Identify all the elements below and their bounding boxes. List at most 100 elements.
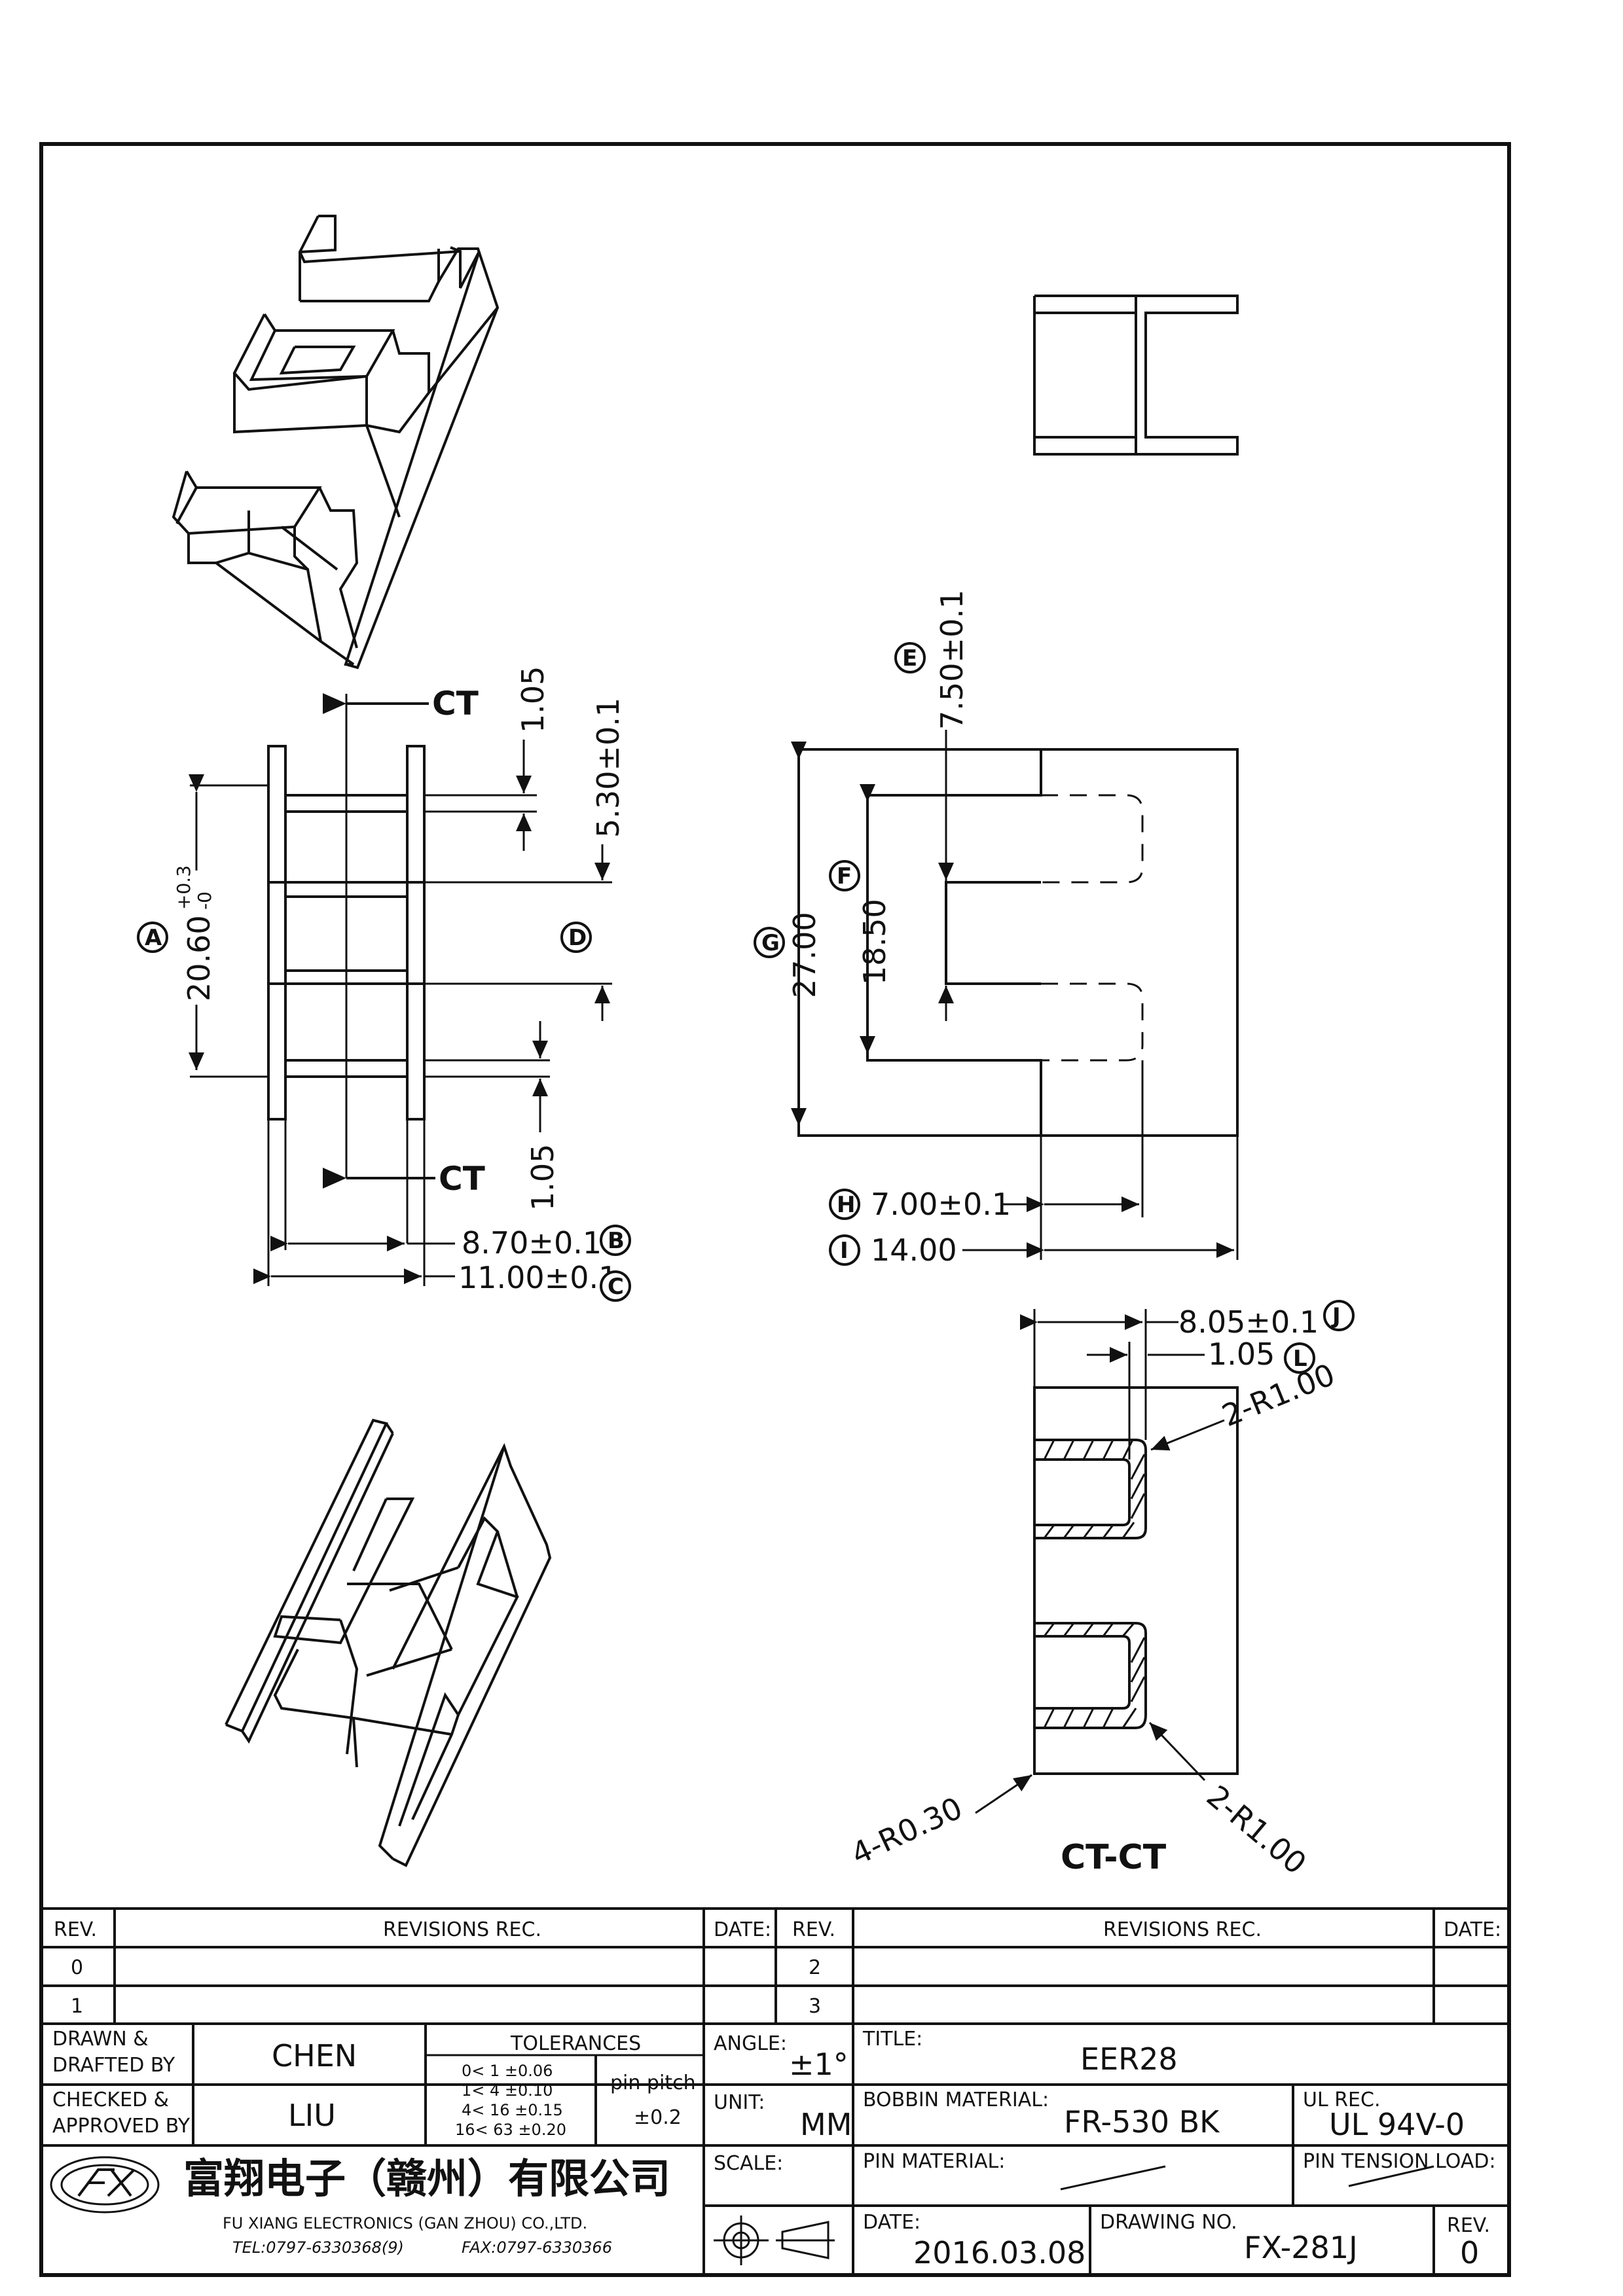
tolerance-row-2: 4< 16 ±0.15 — [462, 2101, 563, 2119]
dim-d-marker — [560, 922, 592, 953]
isometric-view-top — [172, 215, 500, 670]
dim-j-marker — [1323, 1300, 1355, 1331]
dim-a-letter: A — [145, 925, 162, 951]
dim-r-bottom: 2-R1.00 — [1200, 1778, 1313, 1881]
front-view — [267, 693, 435, 1189]
dim-g-value: 27.00 — [787, 912, 822, 998]
dim-1-05-bottom: 1.05 — [525, 1144, 560, 1211]
rev-header-right: REV. — [792, 1918, 835, 1941]
tolerance-row-3: 16< 63 ±0.20 — [455, 2121, 566, 2139]
unit-label: UNIT: — [714, 2091, 765, 2114]
dim-1-05-top: 1.05 — [515, 666, 551, 733]
sheet-border — [39, 142, 1511, 2277]
ul-rec-value: UL 94V-0 — [1329, 2107, 1465, 2142]
dim-bc — [253, 1119, 455, 1286]
dim-c-marker — [600, 1270, 631, 1302]
dim-f-marker — [829, 860, 860, 891]
tolerance-row-1: 1< 4 ±0.10 — [462, 2081, 553, 2100]
date-label: DATE: — [863, 2211, 921, 2234]
rev-label: REV. — [1447, 2214, 1490, 2237]
dim-i-value: 14.00 — [871, 1232, 957, 1268]
dim-f-value: 18.50 — [857, 899, 892, 985]
drawing-no-value: FX-281J — [1244, 2230, 1358, 2265]
company-name-en: FU XIANG ELECTRONICS (GAN ZHOU) CO.,LTD. — [223, 2214, 587, 2233]
dim-e-marker — [894, 642, 926, 673]
company-fax: FAX:0797-6330366 — [462, 2238, 612, 2257]
pin-material-label: PIN MATERIAL: — [863, 2150, 1005, 2173]
dim-h-letter: H — [837, 1192, 855, 1218]
ct-label-top: CT — [432, 685, 479, 723]
drawing-no-label: DRAWING NO. — [1100, 2211, 1237, 2234]
drawn-label-2: DRAFTED BY — [52, 2054, 175, 2077]
dim-a-tol-minus: -0 — [194, 891, 215, 910]
drawn-label-1: DRAWN & — [52, 2028, 149, 2051]
section-label: CT-CT — [1061, 1838, 1167, 1877]
title-label: TITLE: — [862, 2028, 922, 2051]
angle-value: ±1° — [789, 2047, 848, 2082]
rev-row-3: 3 — [809, 1995, 821, 2018]
dim-l-letter: L — [1293, 1346, 1307, 1372]
dim-e-letter: E — [902, 645, 917, 672]
ul-rec-label: UL REC. — [1303, 2089, 1381, 2111]
checked-label-2: APPROVED BY — [52, 2115, 191, 2138]
date-value: 2016.03.08 — [913, 2235, 1085, 2270]
title-value: EER28 — [1080, 2041, 1178, 2077]
side-view-top-right — [1033, 295, 1239, 456]
rec-header-left: REVISIONS REC. — [383, 1918, 541, 1941]
dim-g-marker — [754, 927, 785, 958]
pin-pitch-value: ±0.2 — [634, 2106, 682, 2129]
scale-label: SCALE: — [714, 2152, 783, 2175]
pin-pitch-label: pin pitch — [610, 2072, 696, 2094]
date-header-right: DATE: — [1444, 1918, 1501, 1941]
dim-a-value: 20.60 — [181, 915, 217, 1001]
checked-value: LIU — [288, 2098, 336, 2133]
dim-e-value: 7.50±0.1 — [934, 590, 970, 730]
tolerances-label: TOLERANCES — [510, 2032, 641, 2055]
dim-a — [189, 774, 268, 1078]
dim-c-letter: C — [608, 1274, 624, 1300]
dim-b-marker — [600, 1225, 631, 1256]
title-block — [41, 2024, 1509, 2275]
unit-value: MM — [800, 2107, 852, 2142]
dim-d-letter: D — [568, 925, 587, 951]
dim-l-value: 1.05 — [1208, 1336, 1275, 1372]
revision-table — [41, 1907, 1509, 2025]
dim-h-value: 7.00±0.1 — [871, 1187, 1011, 1222]
company-tel: TEL:0797-6330368(9) — [232, 2238, 404, 2257]
dim-hi — [962, 1060, 1239, 1260]
dim-j-value: 8.05±0.1 — [1178, 1304, 1319, 1340]
angle-label: ANGLE: — [714, 2032, 787, 2055]
date-header-left: DATE: — [714, 1918, 771, 1941]
dim-a-tol-plus: +0.3 — [173, 865, 194, 910]
bobbin-material-value: FR-530 BK — [1064, 2104, 1220, 2140]
dim-g-letter: G — [761, 930, 780, 956]
rev-row-1: 1 — [71, 1995, 83, 2018]
dim-b-value: 8.70±0.1 — [462, 1225, 602, 1261]
ct-label-bottom: CT — [439, 1160, 485, 1198]
dim-5-30: 5.30±0.1 — [591, 698, 626, 838]
section-view — [975, 1309, 1239, 1814]
dim-i-letter: I — [840, 1238, 848, 1264]
company-name-cn: 富翔电子（赣州）有限公司 — [183, 2155, 670, 2202]
rec-header-right: REVISIONS REC. — [1103, 1918, 1262, 1941]
bobbin-material-label: BOBBIN MATERIAL: — [863, 2089, 1049, 2111]
dim-r-corner: 4-R0.30 — [846, 1790, 968, 1872]
dim-j-letter: J — [1331, 1303, 1341, 1329]
dim-l-marker — [1284, 1342, 1315, 1374]
isometric-view-bottom — [225, 1418, 552, 1867]
dim-f-letter: F — [837, 863, 852, 889]
pin-tension-label: PIN TENSION LOAD: — [1303, 2150, 1496, 2173]
dim-right-stack — [424, 740, 612, 1132]
drawn-value: CHEN — [272, 2038, 357, 2073]
rev-header-left: REV. — [54, 1918, 97, 1941]
dim-b-letter: B — [608, 1228, 625, 1254]
rev-row-2: 2 — [809, 1956, 821, 1979]
dim-i-marker — [829, 1234, 860, 1266]
rev-row-0: 0 — [71, 1956, 83, 1979]
tolerance-row-0: 0< 1 ±0.06 — [462, 2062, 553, 2080]
dim-a-marker — [137, 922, 168, 953]
rev-value: 0 — [1460, 2235, 1479, 2270]
checked-label-1: CHECKED & — [52, 2089, 169, 2111]
dim-h-marker — [829, 1189, 860, 1220]
